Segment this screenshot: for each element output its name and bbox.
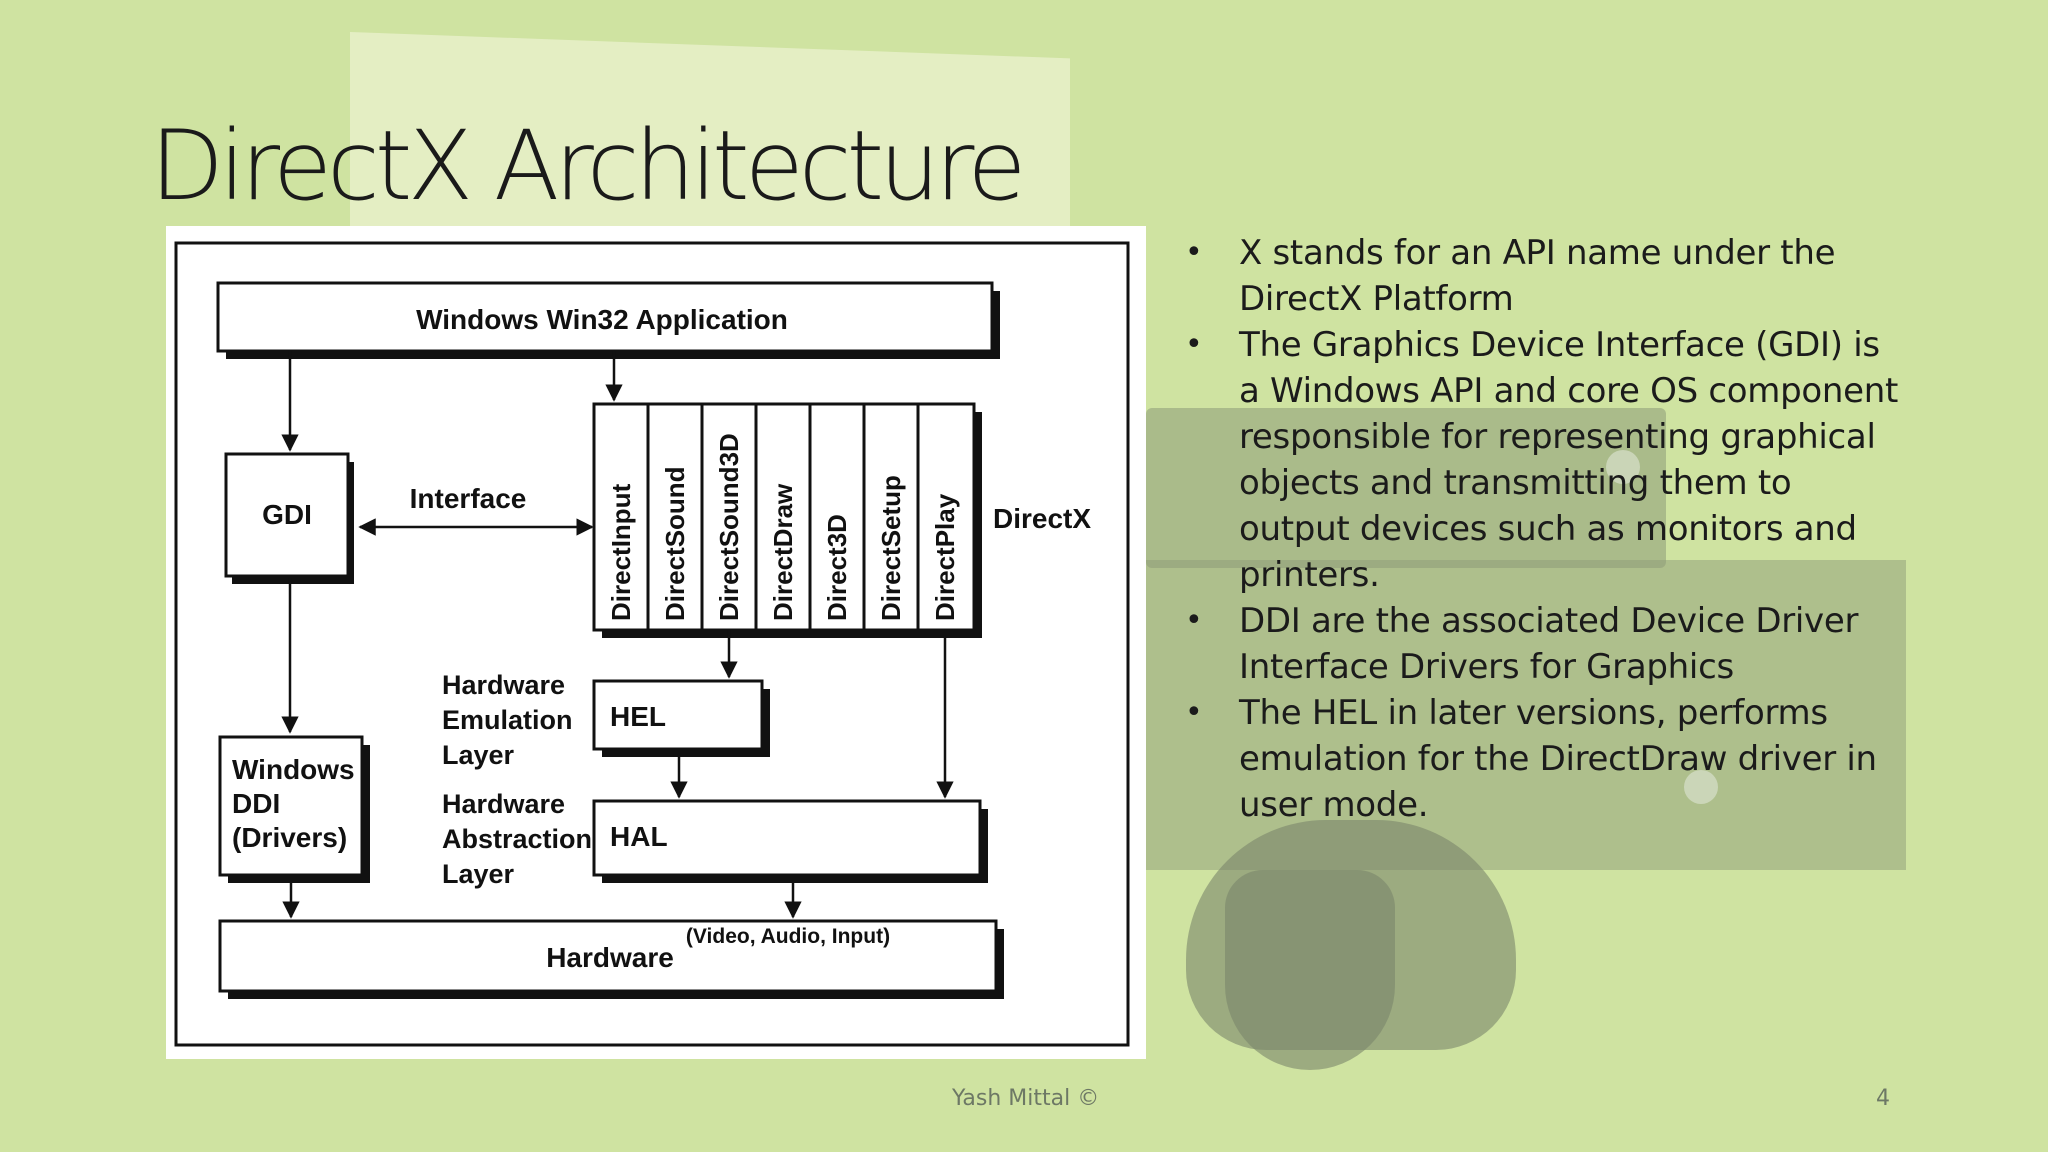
hel-box-label: HEL	[610, 701, 666, 732]
app-box-label: Windows Win32 Application	[416, 304, 788, 335]
directx-component-columns: DirectInput DirectSound DirectSound3D Di…	[606, 404, 960, 630]
bullet-text: The Graphics Device Interface (GDI) is a…	[1239, 325, 1899, 595]
hal-caption-line: Abstraction	[442, 824, 592, 854]
hal-caption-line: Layer	[442, 859, 515, 889]
footer-author: Yash Mittal ©	[952, 1086, 1100, 1111]
bullet-dot: •	[1185, 695, 1203, 730]
directx-component-label: Direct3D	[822, 514, 852, 621]
directx-label: DirectX	[993, 503, 1091, 534]
diagram-arrows	[281, 351, 954, 919]
diagram-canvas: Windows Win32 Application GDI Interface …	[174, 241, 1130, 1047]
bullet-item: • The Graphics Device Interface (GDI) is …	[1185, 322, 1905, 598]
hel-caption-line: Layer	[442, 740, 515, 770]
directx-component-label: DirectInput	[606, 483, 636, 621]
ddi-box-line: DDI	[232, 788, 280, 819]
bullet-text: DDI are the associated Device Driver Int…	[1239, 601, 1859, 687]
bullet-list: • X stands for an API name under the Dire…	[1185, 230, 1905, 828]
background-xbox-logo	[1684, 770, 1718, 804]
directx-block	[592, 402, 976, 632]
hel-caption-line: Emulation	[442, 705, 573, 735]
background-sheet	[350, 32, 1070, 252]
background-xbox-logo	[1606, 450, 1640, 484]
hardware-note: (Video, Audio, Input)	[686, 925, 890, 948]
bullet-item: • DDI are the associated Device Driver In…	[1185, 598, 1905, 690]
hel-box	[592, 679, 764, 751]
gdi-box	[224, 452, 350, 578]
background-controller-image	[1225, 870, 1395, 1070]
background-console-image-base	[1146, 560, 1906, 870]
page-number: 4	[1876, 1086, 1890, 1111]
bullet-text: The HEL in later versions, performs emul…	[1239, 693, 1877, 825]
directx-architecture-diagram: Windows Win32 Application GDI Interface …	[166, 226, 1146, 1059]
ddi-box-line: Windows	[232, 754, 355, 785]
hel-caption-line: Hardware	[442, 670, 565, 700]
bullet-item: • X stands for an API name under the Dire…	[1185, 230, 1905, 322]
bullet-text: X stands for an API name under the Direc…	[1239, 233, 1836, 319]
bullet-item: • The HEL in later versions, performs emu…	[1185, 690, 1905, 828]
interface-label: Interface	[410, 483, 527, 514]
directx-component-label: DirectSound3D	[714, 433, 744, 621]
hal-box	[592, 799, 982, 877]
directx-component-label: DirectDraw	[768, 483, 798, 621]
hardware-box	[218, 919, 998, 993]
directx-component-label: DirectSound	[660, 466, 690, 621]
app-box	[216, 281, 994, 353]
hal-box-label: HAL	[610, 821, 668, 852]
gdi-box-label: GDI	[262, 499, 312, 530]
ddi-box	[218, 735, 364, 877]
bullet-dot: •	[1185, 603, 1203, 638]
background-console-image	[1146, 408, 1666, 568]
directx-component-label: DirectSetup	[876, 475, 906, 621]
bullet-dot: •	[1185, 235, 1203, 270]
diagram-frame	[174, 241, 1130, 1047]
ddi-box-line: (Drivers)	[232, 822, 347, 853]
hardware-box-label: Hardware	[546, 942, 674, 973]
hal-caption-line: Hardware	[442, 789, 565, 819]
directx-component-label: DirectPlay	[930, 493, 960, 621]
bullet-dot: •	[1185, 327, 1203, 362]
slide-title: DirectX Architecture	[150, 110, 1026, 222]
